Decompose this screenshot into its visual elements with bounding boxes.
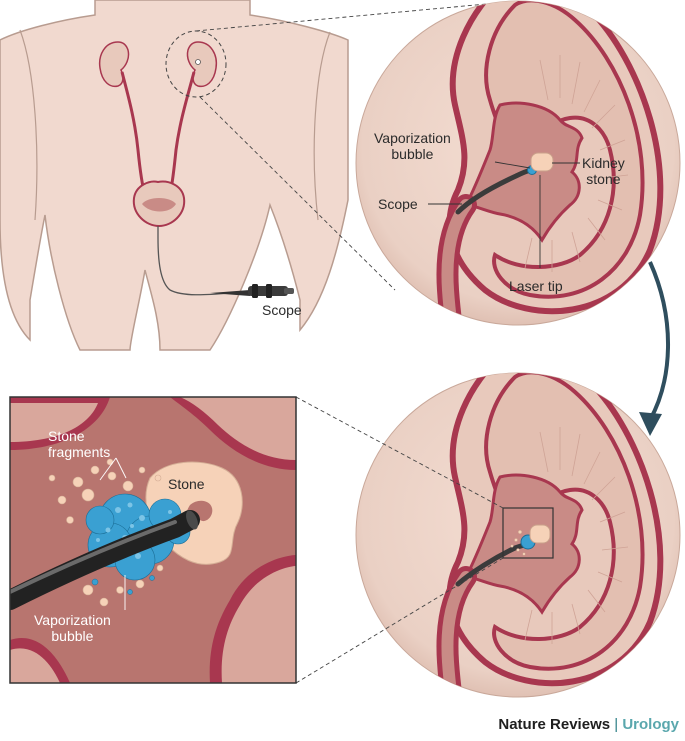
scope-label-kidney: Scope [378,196,418,212]
body-kidneys [98,41,246,296]
laser-tip-label: Laser tip [509,278,563,294]
kidney-cross-section-bottom [447,348,660,741]
scope-label-body: Scope [262,302,302,318]
kidney-stone-label: Kidney stone [582,155,625,187]
zoom-panel [9,396,297,684]
kidney-cross-section-top [447,0,660,380]
credit-separator: | [614,716,619,733]
vaporization-bubble-label-top: Vaporization bubble [374,130,451,162]
journal-section: Urology [622,716,679,733]
vaporization-bubble-label-zoom: Vaporization bubble [34,612,111,644]
journal-credit: Nature Reviews | Urology [498,716,679,733]
journal-name: Nature Reviews [498,716,611,733]
stone-fragments-label: Stone fragments [48,428,111,460]
scope-instrument [210,284,294,298]
stone-label: Stone [168,476,205,492]
